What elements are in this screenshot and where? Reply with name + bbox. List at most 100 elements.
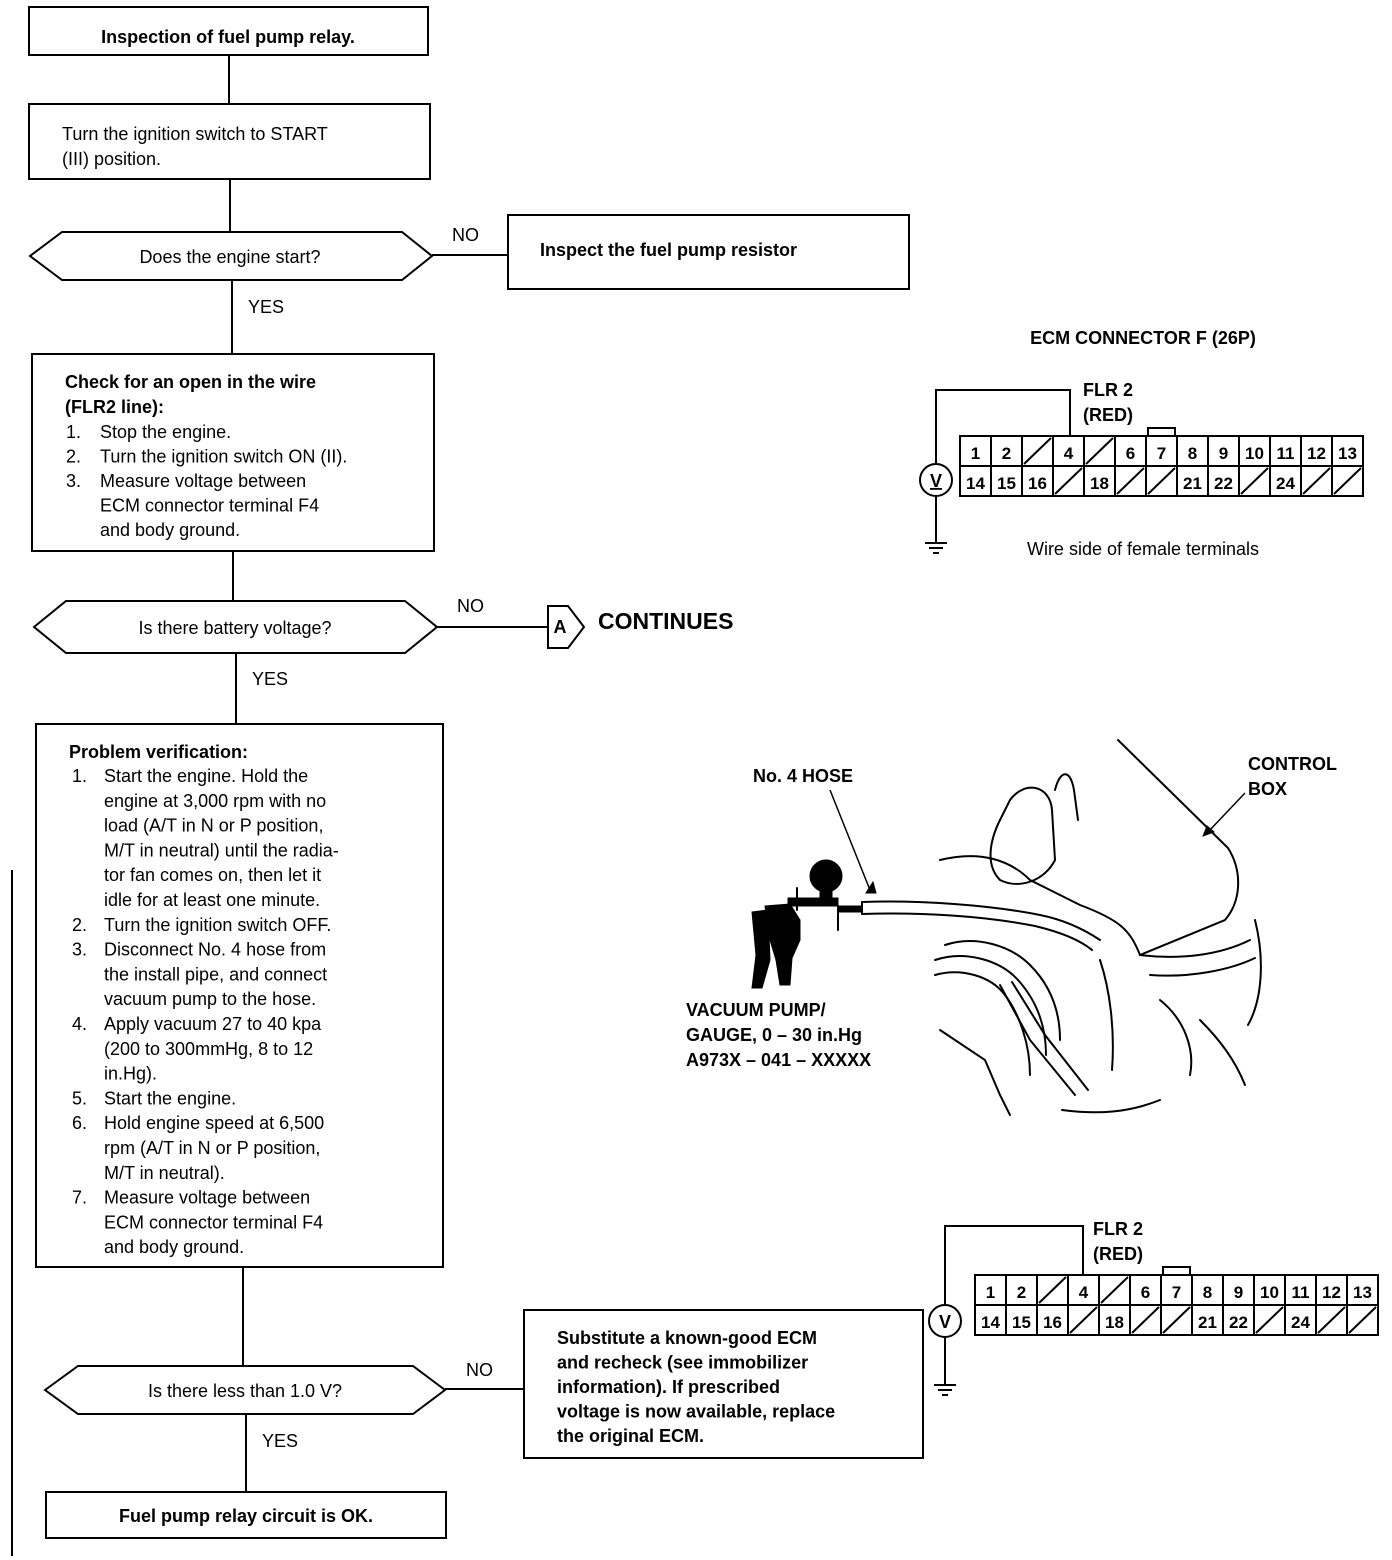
end-text: Fuel pump relay circuit is OK. — [119, 1506, 373, 1526]
step-number: 7. — [72, 1188, 87, 1208]
continues-marker-letter: A — [554, 617, 567, 637]
empty-pin-slash — [1317, 1306, 1346, 1334]
problem-verification-box — [35, 723, 444, 1268]
step-text: Disconnect No. 4 hose from — [104, 940, 326, 960]
connector-pin: 9 — [1234, 1283, 1243, 1302]
connector-pin: 9 — [1219, 444, 1228, 463]
flow-connectors — [11, 55, 548, 1556]
q2-no-label: NO — [457, 596, 484, 616]
q1-yes-label: YES — [248, 297, 284, 317]
step-number: 1. — [72, 766, 87, 786]
open-wire-steps: 1.Stop the engine.2.Turn the ignition sw… — [66, 422, 347, 540]
q3-no-label: NO — [466, 1360, 493, 1380]
pump-label-3: A973X – 041 – XXXXX — [686, 1050, 871, 1070]
empty-pin-slash — [1054, 467, 1083, 495]
empty-pin-slash — [1162, 1306, 1191, 1334]
step-text: ECM connector terminal F4 — [100, 496, 319, 516]
flr2-wire-top — [935, 389, 1071, 464]
step-text: M/T in neutral). — [104, 1163, 225, 1183]
connector-pin: 12 — [1322, 1283, 1341, 1302]
engine-start-decision — [28, 231, 434, 281]
empty-pin-slash — [1333, 467, 1362, 495]
substitute-ecm-line: and recheck (see immobilizer — [557, 1353, 808, 1373]
connector-pin: 24 — [1291, 1313, 1310, 1332]
engine-bay-sketch — [861, 739, 1262, 1116]
control-box-pointer — [1207, 792, 1246, 833]
ground-symbol-top — [925, 542, 947, 554]
open-wire-title-2: (FLR2 line): — [65, 397, 164, 417]
fuel-pump-resistor-box — [507, 214, 910, 290]
connector-pin: 15 — [997, 474, 1016, 493]
connector-pin: 4 — [1064, 444, 1074, 463]
continues-marker — [547, 605, 586, 649]
start-box — [28, 6, 429, 56]
connector-pin: 18 — [1105, 1313, 1124, 1332]
connector-pin: 21 — [1198, 1313, 1217, 1332]
battery-voltage-decision — [32, 600, 439, 654]
connector-pin: 2 — [1017, 1283, 1026, 1302]
step-number: 2. — [72, 915, 87, 935]
connector-pin: 15 — [1012, 1313, 1031, 1332]
step-text: rpm (A/T in N or P position, — [104, 1138, 320, 1158]
substitute-ecm-text: Substitute a known-good ECM and recheck (… — [557, 1328, 835, 1446]
step-text: Hold engine speed at 6,500 — [104, 1113, 324, 1133]
control-box-label-2: BOX — [1248, 779, 1287, 799]
end-box — [45, 1491, 447, 1539]
q2-yes-label: YES — [252, 669, 288, 689]
substitute-ecm-line: the original ECM. — [557, 1426, 704, 1446]
connector-pin: 11 — [1292, 1283, 1310, 1302]
step-number: 2. — [66, 447, 81, 467]
flr2-wire-bottom — [944, 1225, 1084, 1305]
substitute-ecm-box — [523, 1309, 924, 1459]
step-number: 3. — [66, 471, 81, 491]
connector-pin: 13 — [1353, 1283, 1372, 1302]
step-text: idle for at least one minute. — [104, 890, 320, 910]
empty-pin-slash — [1085, 437, 1114, 465]
step-text: the install pipe, and connect — [104, 964, 327, 984]
voltmeter-icon — [919, 463, 953, 497]
substitute-ecm-line: voltage is now available, replace — [557, 1402, 835, 1422]
q3-yes-label: YES — [262, 1431, 298, 1451]
connector-pin: 6 — [1141, 1283, 1150, 1302]
q1-no-label: NO — [452, 225, 479, 245]
substitute-ecm-line: Substitute a known-good ECM — [557, 1328, 817, 1348]
vacuum-pump-icon — [751, 859, 863, 989]
empty-pin-slash — [1069, 1306, 1098, 1334]
step-number: 1. — [66, 422, 81, 442]
voltage-threshold-question: Is there less than 1.0 V? — [148, 1381, 342, 1401]
hose-label: No. 4 HOSE — [753, 766, 853, 786]
continues-text: CONTINUES — [598, 608, 733, 634]
connector-title: ECM CONNECTOR F (26P) — [1030, 328, 1256, 348]
ground-symbol-bottom — [934, 1384, 956, 1396]
connector-pin: 1 — [971, 444, 980, 463]
connector-pin: 22 — [1229, 1313, 1248, 1332]
connector-pin: 7 — [1157, 444, 1166, 463]
voltmeter-bottom-symbol: V — [939, 1312, 951, 1332]
connector-pin: 10 — [1245, 444, 1264, 463]
step-text: Measure voltage between — [100, 471, 306, 491]
step-text: Turn the ignition switch ON (II). — [100, 447, 347, 467]
connector-pin: 24 — [1276, 474, 1295, 493]
empty-pin-slash — [1302, 467, 1331, 495]
wire-label-top-2: (RED) — [1083, 405, 1133, 425]
voltmeter-icon — [928, 1304, 962, 1338]
step-text: engine at 3,000 rpm with no — [104, 791, 326, 811]
connector-pin: 10 — [1260, 1283, 1279, 1302]
open-wire-title-1: Check for an open in the wire — [65, 372, 316, 392]
connector-pin: 6 — [1126, 444, 1135, 463]
vacuum-hose-illustration: No. 4 HOSE CONTROL BOX VACUUM PUMP/ GAUG… — [686, 739, 1337, 1116]
empty-pin-slash — [1100, 1276, 1129, 1304]
step-text: M/T in neutral) until the radia- — [104, 840, 339, 860]
connector-pin: 7 — [1172, 1283, 1181, 1302]
empty-pin-slash — [1131, 1306, 1160, 1334]
step-text: load (A/T in N or P position, — [104, 816, 323, 836]
empty-pin-slash — [1348, 1306, 1377, 1334]
substitute-ecm-line: information). If prescribed — [557, 1377, 780, 1397]
connector-caption: Wire side of female terminals — [1027, 539, 1259, 559]
open-wire-check-box — [31, 353, 435, 552]
step-text: Turn the ignition switch OFF. — [104, 915, 331, 935]
